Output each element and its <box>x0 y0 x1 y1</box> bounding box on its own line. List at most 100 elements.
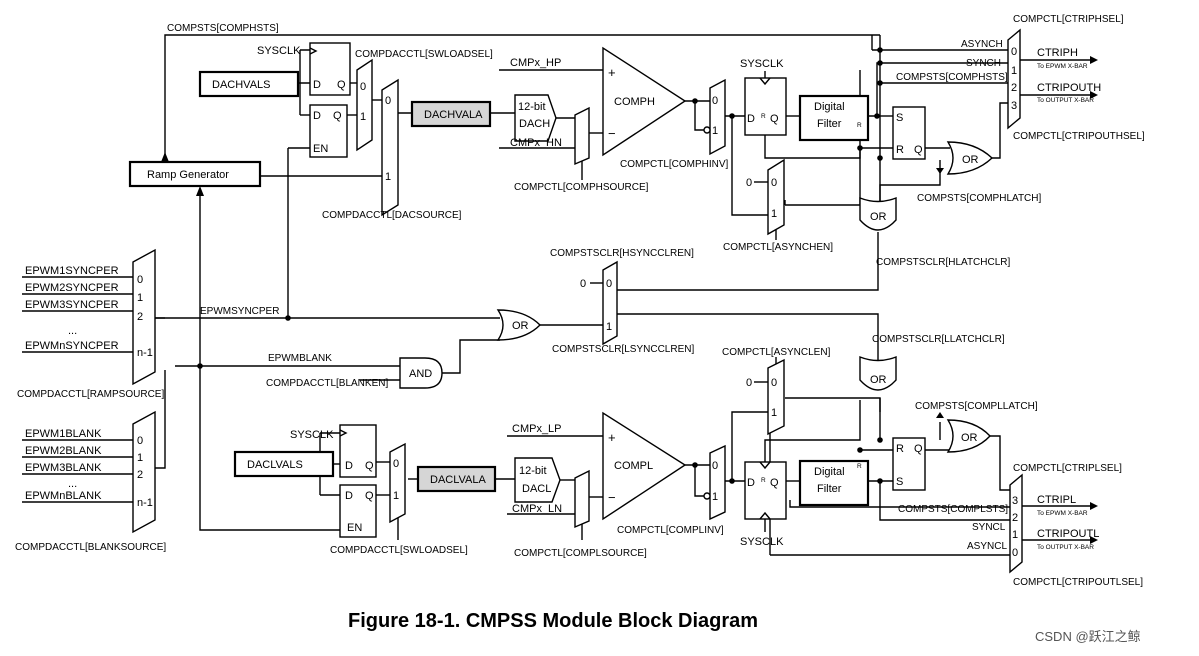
upper-active-register <box>309 104 348 158</box>
pin-d: D <box>747 477 755 489</box>
mux-complsource <box>574 469 590 529</box>
daclvala-register <box>416 465 497 493</box>
mux-asynclen <box>767 358 785 436</box>
label-compsts-complsts: COMPSTS[COMPLSTS] <box>898 504 1008 515</box>
mux-input-1: 1 <box>385 171 391 183</box>
label-12bit-upper: 12-bit <box>518 101 546 113</box>
label-epwm2syncper: EPWM2SYNCPER <box>25 282 119 294</box>
lower-sr-latch <box>892 437 926 491</box>
pin-r: R <box>896 144 904 156</box>
mux-input-1: 1 <box>360 111 366 123</box>
label-or: OR <box>962 154 979 166</box>
label-compstsclr-hsyncclren: COMPSTSCLR[HSYNCCLREN] <box>550 248 694 259</box>
ramp-generator <box>128 160 262 188</box>
arrow-ctriph <box>1090 56 1098 64</box>
label-compctl-ctripoutlsel: COMPCTL[CTRIPOUTLSEL] <box>1013 577 1143 588</box>
mux-input-0: 0 <box>771 177 777 189</box>
const-zero: 0 <box>746 177 752 189</box>
mux-input-0: 0 <box>712 95 718 107</box>
pin-q: Q <box>365 460 374 472</box>
arrow-comphlatch <box>936 168 944 174</box>
label-epwm2blank: EPWM2BLANK <box>25 445 102 457</box>
label-dachvals: DACHVALS <box>212 79 270 91</box>
daclvals-register <box>233 450 335 478</box>
label-ctripoutl: CTRIPOUTL <box>1037 528 1099 540</box>
junction-dots <box>197 47 883 484</box>
pin-d: D <box>747 113 755 125</box>
label-daclvala: DACLVALA <box>430 474 487 486</box>
lower-sync-dff <box>744 461 787 520</box>
digital-filter-lower <box>798 459 870 507</box>
label-dachvala: DACHVALA <box>424 109 483 121</box>
or-gate-upper-latch <box>946 141 994 175</box>
mux-input-1: 1 <box>137 452 143 464</box>
label-compstsclr-lsyncclren: COMPSTSCLR[LSYNCCLREN] <box>552 344 694 355</box>
inverter-bubble <box>703 492 711 500</box>
label-compstsclr-hlatchclr: COMPSTSCLR[HLATCHCLR] <box>876 257 1010 268</box>
pin-r: R <box>857 122 862 129</box>
label-compl: COMPL <box>614 460 653 472</box>
upper-shadow-register <box>309 42 351 96</box>
label-compsts-comphsts-right: COMPSTS[COMPHSTS] <box>896 72 1008 83</box>
mux-input-1: 1 <box>712 491 718 503</box>
label-digital: Digital <box>814 101 845 113</box>
const-zero: 0 <box>746 377 752 389</box>
label-or: OR <box>870 211 887 223</box>
mux-syncclr <box>602 260 618 346</box>
label-12bit-lower: 12-bit <box>519 465 547 477</box>
or-gate-lower-latch <box>946 419 991 453</box>
label-ellipsis-blank: ... <box>68 478 77 490</box>
and-gate-blank <box>399 357 443 389</box>
label-compctl-asynclen: COMPCTL[ASYNCLEN] <box>722 347 831 358</box>
pin-q: Q <box>914 443 923 455</box>
mux-input-0: 0 <box>771 377 777 389</box>
dacl-dac <box>514 457 561 503</box>
label-compsts-comphlatch: COMPSTS[COMPHLATCH] <box>917 193 1041 204</box>
label-compctl-comphinv: COMPCTL[COMPHINV] <box>620 159 729 170</box>
mux-input-2: 2 <box>137 469 143 481</box>
comp-plus: + <box>608 65 616 80</box>
or-gate-hlatchclr <box>859 196 897 231</box>
label-sysclk-lower: SYSCLK <box>290 429 334 441</box>
label-epwmnblank: EPWMnBLANK <box>25 490 102 502</box>
comp-minus: − <box>608 126 616 141</box>
pin-s: S <box>896 112 903 124</box>
or-gate-llatchclr <box>859 355 897 391</box>
label-ctriph: CTRIPH <box>1037 47 1078 59</box>
mux-blanksource <box>132 410 156 534</box>
mux-input-1: 1 <box>393 490 399 502</box>
label-compdacctl-rampsource: COMPDACCTL[RAMPSOURCE] <box>17 389 164 400</box>
pin-q: Q <box>337 79 346 91</box>
label-cmpx-lp: CMPx_LP <box>512 423 562 435</box>
arrow-ramp-in <box>161 152 169 162</box>
label-epwm1blank: EPWM1BLANK <box>25 428 102 440</box>
mux-input-0: 0 <box>1011 46 1017 58</box>
label-filter: Filter <box>817 483 842 495</box>
label-cmpx-hp: CMPx_HP <box>510 57 561 69</box>
label-or: OR <box>512 320 529 332</box>
wires <box>22 34 1090 556</box>
label-compctl-comphsource: COMPCTL[COMPHSOURCE] <box>514 182 649 193</box>
mux-input-1: 1 <box>137 292 143 304</box>
mux-dacsource <box>381 78 399 217</box>
label-synch: SYNCH <box>966 58 1001 69</box>
mux-input-0: 0 <box>393 458 399 470</box>
label-syncl: SYNCL <box>972 522 1006 533</box>
comph-comparator <box>602 46 687 157</box>
label-ramp-generator: Ramp Generator <box>147 169 229 181</box>
label-filter: Filter <box>817 118 842 130</box>
label-sysclk-upper-right: SYSCLK <box>740 58 784 70</box>
const-zero: 0 <box>580 278 586 290</box>
label-compdacctl-swloadsel-lower: COMPDACCTL[SWLOADSEL] <box>330 545 468 556</box>
upper-sr-latch <box>892 106 926 160</box>
mux-input-2: 2 <box>137 311 143 323</box>
label-compctl-asynchen: COMPCTL[ASYNCHEN] <box>723 242 833 253</box>
mux-input-3: 3 <box>1011 100 1017 112</box>
mux-complinv <box>709 444 726 521</box>
mux-swloadsel-upper <box>356 58 373 152</box>
pin-d: D <box>313 79 321 91</box>
pin-r: R <box>761 113 766 120</box>
pin-d: D <box>313 110 321 122</box>
arrow-ramp-sync <box>196 186 204 196</box>
